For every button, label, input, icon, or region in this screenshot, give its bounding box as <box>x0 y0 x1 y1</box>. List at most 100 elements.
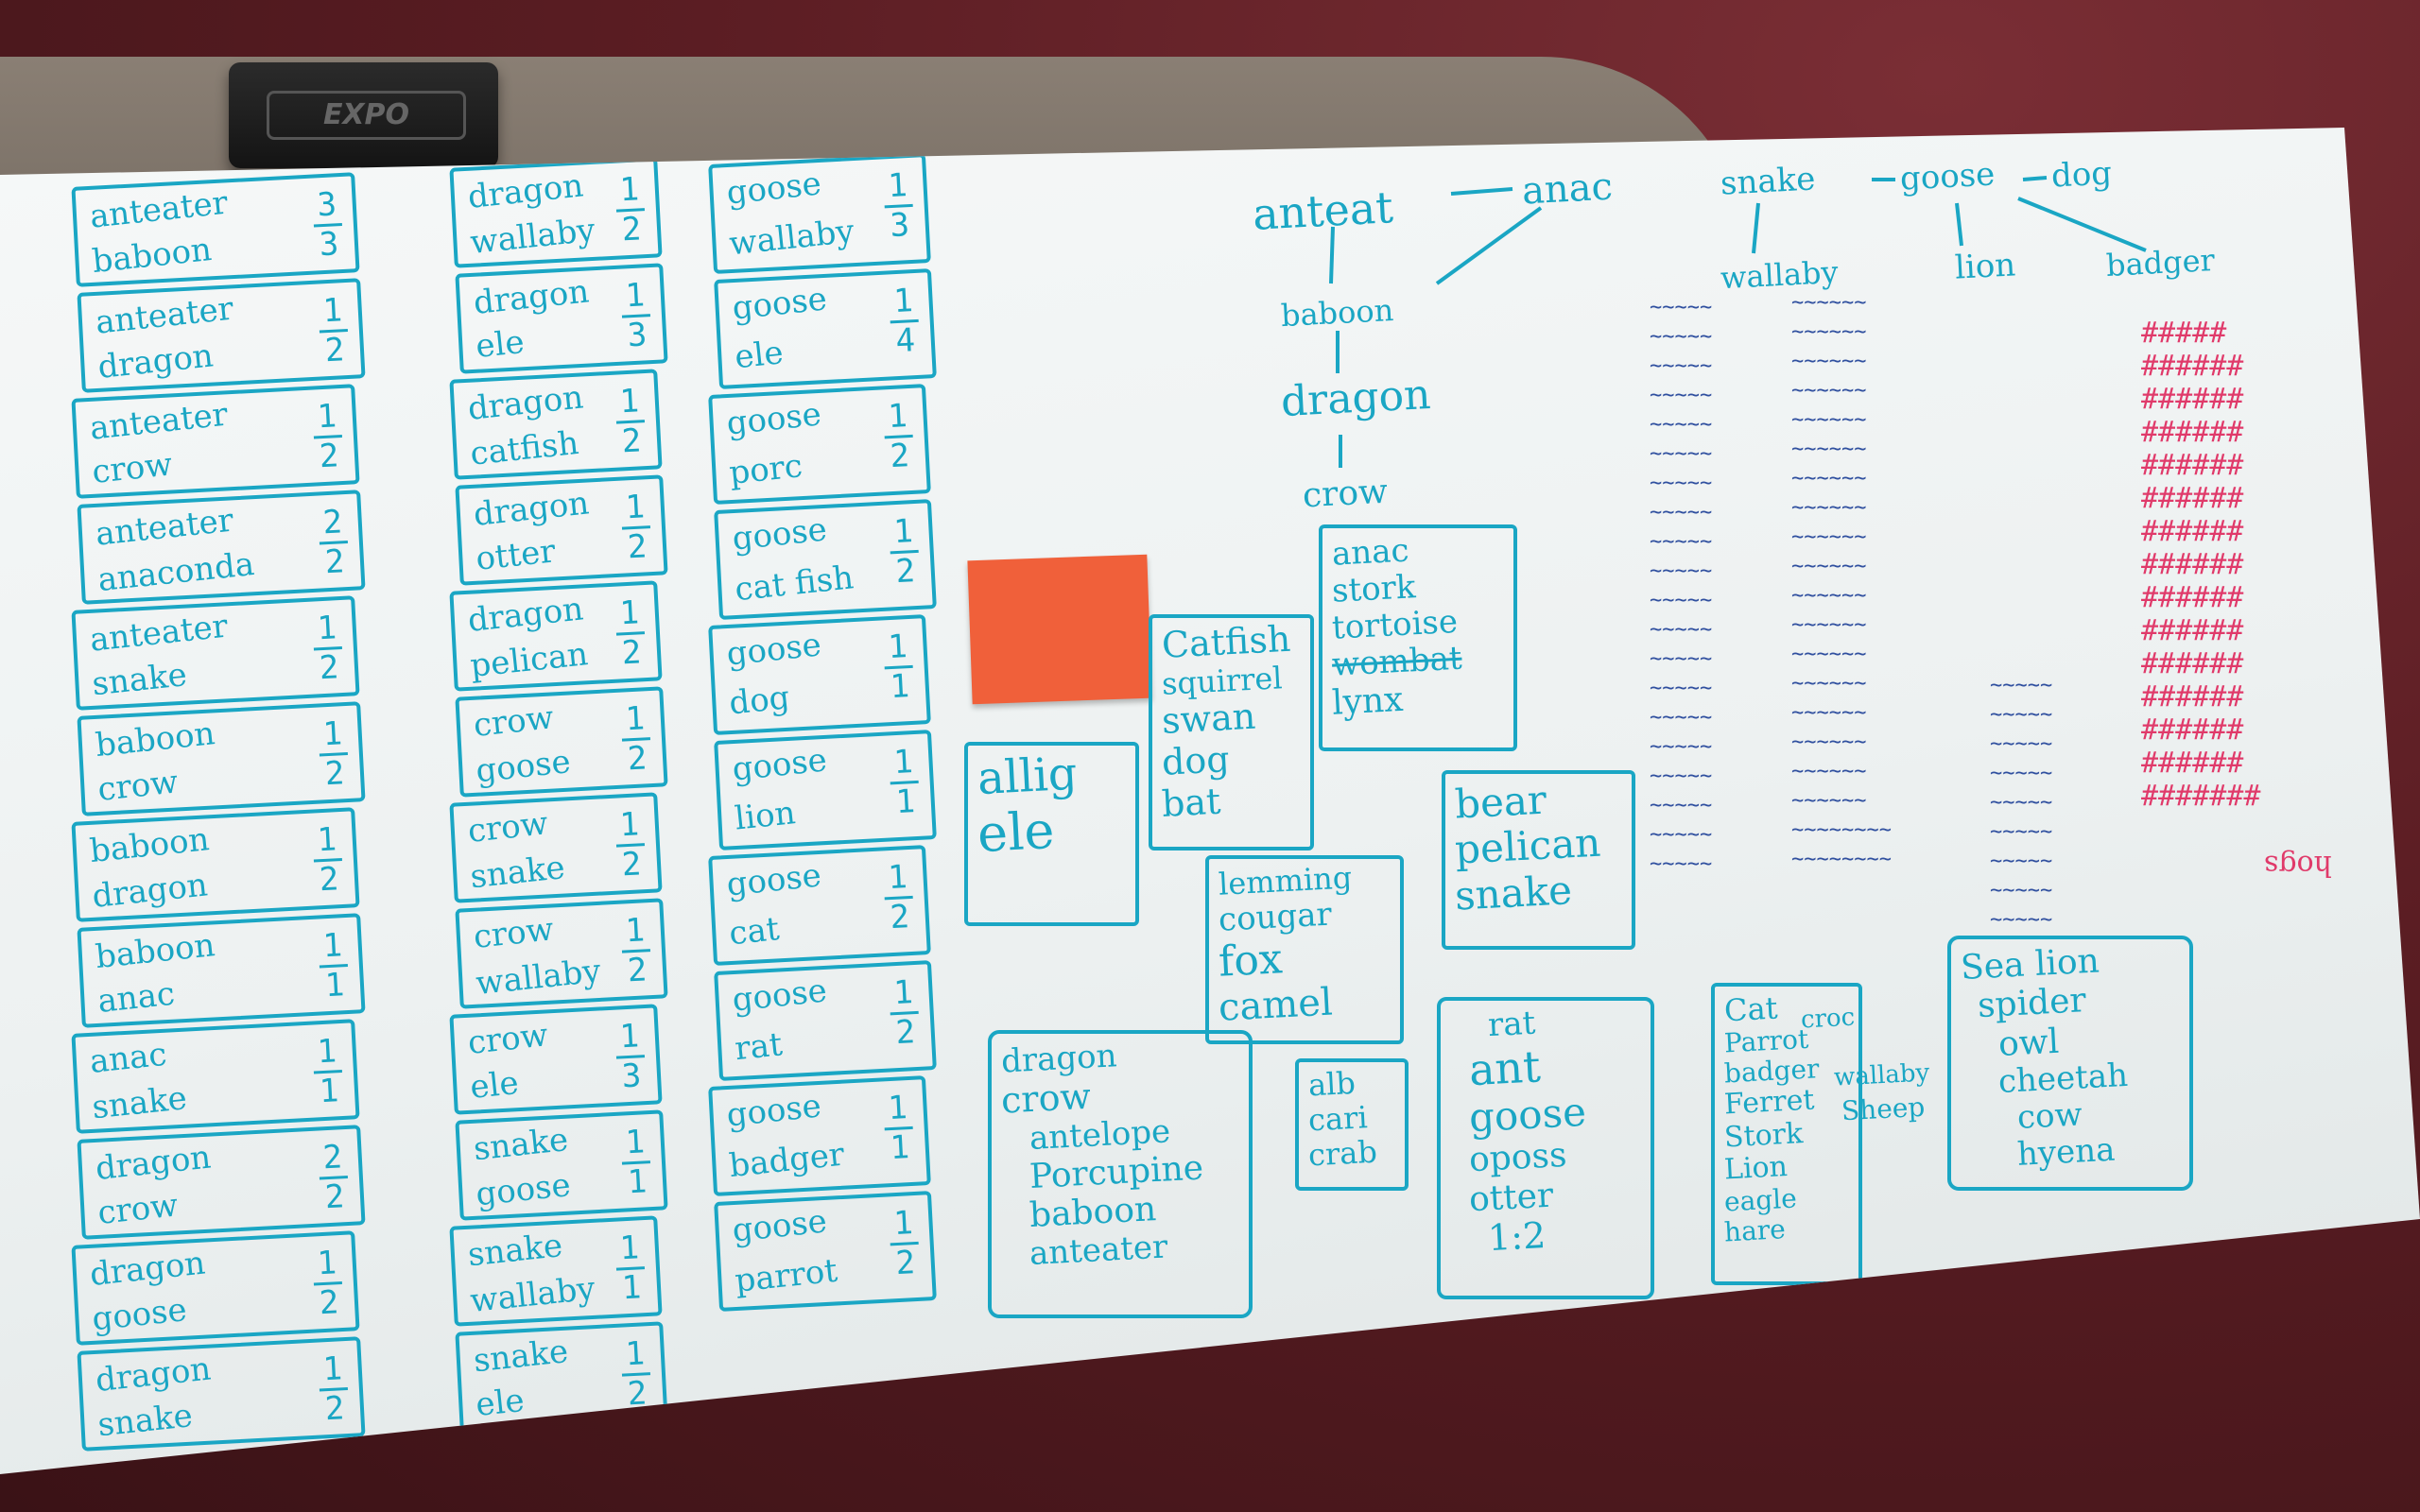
pair-card-first: dragon <box>94 1138 214 1189</box>
fraction-denominator: 1 <box>889 667 911 707</box>
tally-column-3: ~~~~~~~~~~~~~~~~~~~~~~~~~~~~~~~~~~~~~~~~… <box>1990 674 2053 932</box>
fraction-denominator: 2 <box>318 860 340 900</box>
fraction-denominator: 2 <box>620 633 643 673</box>
fraction-denominator: 1 <box>323 966 346 1005</box>
pair-card-first: dragon <box>466 378 585 428</box>
fraction-numerator: 1 <box>316 609 338 648</box>
pair-card-second: wallaby <box>468 1269 597 1321</box>
fraction-numerator: 1 <box>316 397 338 437</box>
fraction-numerator: 1 <box>618 805 641 845</box>
pair-card-second: goose <box>474 743 573 791</box>
group-anac: anac stork tortoise wombat lynx <box>1319 524 1517 751</box>
pair-card-second: anac <box>95 974 177 1021</box>
group-croc-item: croc <box>1800 1003 1856 1035</box>
group-rat-item: 1:2 <box>1486 1214 1547 1260</box>
fraction-numerator: 3 <box>316 185 338 225</box>
fraction-denominator: 2 <box>620 421 643 461</box>
fraction-numerator: 1 <box>887 627 908 667</box>
fraction-denominator: 2 <box>626 527 648 567</box>
fraction-denominator: 2 <box>889 437 911 476</box>
fraction-denominator: 1 <box>626 1162 648 1202</box>
fraction-numerator: 1 <box>624 699 647 739</box>
fraction-numerator: 1 <box>887 858 908 898</box>
pair-card-second: wallaby <box>468 211 597 263</box>
group-lemming: lemming cougar fox camel <box>1205 855 1404 1044</box>
pair-card-first: dragon <box>94 1349 214 1400</box>
pair-card-second: porc <box>727 447 804 492</box>
pair-card-first: goose <box>730 1202 829 1250</box>
fraction-denominator: 1 <box>620 1268 643 1308</box>
fraction-denominator: 2 <box>620 210 643 249</box>
fraction-numerator: 1 <box>316 1244 338 1283</box>
pair-card-second: snake <box>90 656 189 704</box>
fraction-numerator: 1 <box>316 820 338 860</box>
pair-card-second: baboon <box>90 231 214 282</box>
pair-card-first: goose <box>730 280 829 328</box>
group-allig: allig ele <box>964 742 1139 926</box>
pair-card-second: badger <box>727 1135 847 1186</box>
group-bear: bear pelican snake <box>1442 770 1635 950</box>
fraction-denominator: 2 <box>894 1244 917 1283</box>
pair-card-second: crow <box>95 763 181 809</box>
fraction-denominator: 3 <box>889 206 911 246</box>
group-dragon: dragon crow antelope Porcupine baboon an… <box>988 1030 1253 1318</box>
fraction-numerator: 1 <box>892 743 914 782</box>
fraction-numerator: 1 <box>892 512 914 552</box>
fraction-numerator: 1 <box>618 382 641 421</box>
fraction-numerator: 1 <box>321 1349 344 1389</box>
fraction-numerator: 1 <box>887 1089 908 1128</box>
group-catfish: Catfish squirrel swan dog bat <box>1149 614 1314 850</box>
fraction-numerator: 1 <box>321 291 344 331</box>
group-bear-item: pelican <box>1453 818 1602 873</box>
tally-column-2: ~~~~~~~~~~~~~~~~~~~~~~~~~~~~~~~~~~~~~~~~… <box>1791 291 1892 871</box>
pair-card-second: rat <box>733 1025 785 1069</box>
group-catfish-item: bat <box>1160 780 1222 825</box>
pair-card-first: dragon <box>472 484 591 534</box>
fraction-denominator: 2 <box>620 845 643 885</box>
tree2-footer: hogs <box>2264 849 2332 882</box>
pair-card-second: dragon <box>90 866 210 916</box>
fraction-denominator: 3 <box>318 225 340 265</box>
pair-card-second: snake <box>468 849 567 897</box>
group-alb-item: cari <box>1307 1098 1369 1139</box>
group-alb: alb cari crab <box>1295 1058 1409 1191</box>
group-anac-item: lynx <box>1331 680 1405 724</box>
fraction-numerator: 1 <box>624 1334 647 1374</box>
